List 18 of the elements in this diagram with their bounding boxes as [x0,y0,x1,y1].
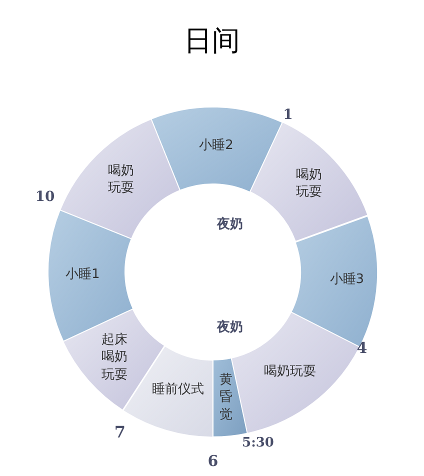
segment-label: 起床喝奶玩耍 [100,331,129,384]
note-label: 夜奶 [217,318,243,336]
time-label: 7 [114,422,126,442]
segment-label: 小睡3 [328,271,366,289]
time-label: 10 [35,189,55,205]
title: 日间 [183,23,241,59]
time-label: 1 [283,107,293,123]
segment-label: 睡前仪式 [151,380,206,398]
segment-label: 喝奶玩耍 [295,166,324,202]
time-label: 5:30 [242,436,274,450]
segment-label: 黄昏觉 [219,371,234,424]
segment-label: 喝奶玩耍 [106,162,135,198]
segment-label: 小睡1 [64,266,101,284]
time-label: 4 [356,339,368,357]
segment-label: 喝奶玩耍 [262,364,317,382]
segment-label: 小睡2 [198,136,234,154]
time-label: 6 [208,452,218,470]
note-label: 夜奶 [217,216,243,233]
